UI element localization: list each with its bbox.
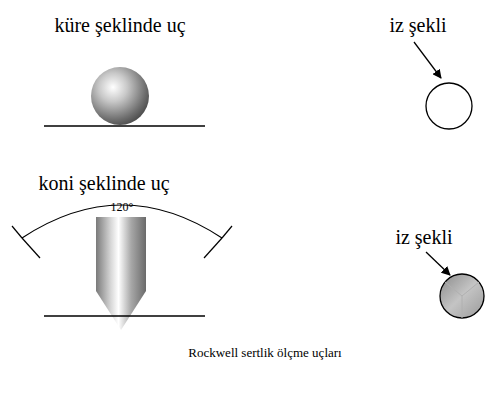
imprint-label: iz şekli [389,14,446,36]
figure-caption: Rockwell sertlik ölçme uçları [188,346,341,360]
cone-imprint [426,252,484,318]
tip-label: küre şeklinde uç [54,14,185,36]
cone-indenter [12,205,232,330]
angle-label: 120° [111,201,134,214]
ball-indenter [44,67,205,126]
ball-imprint [414,42,472,129]
tip-label: koni şeklinde uç [38,172,169,194]
imprint-label: iz şekli [395,226,452,248]
